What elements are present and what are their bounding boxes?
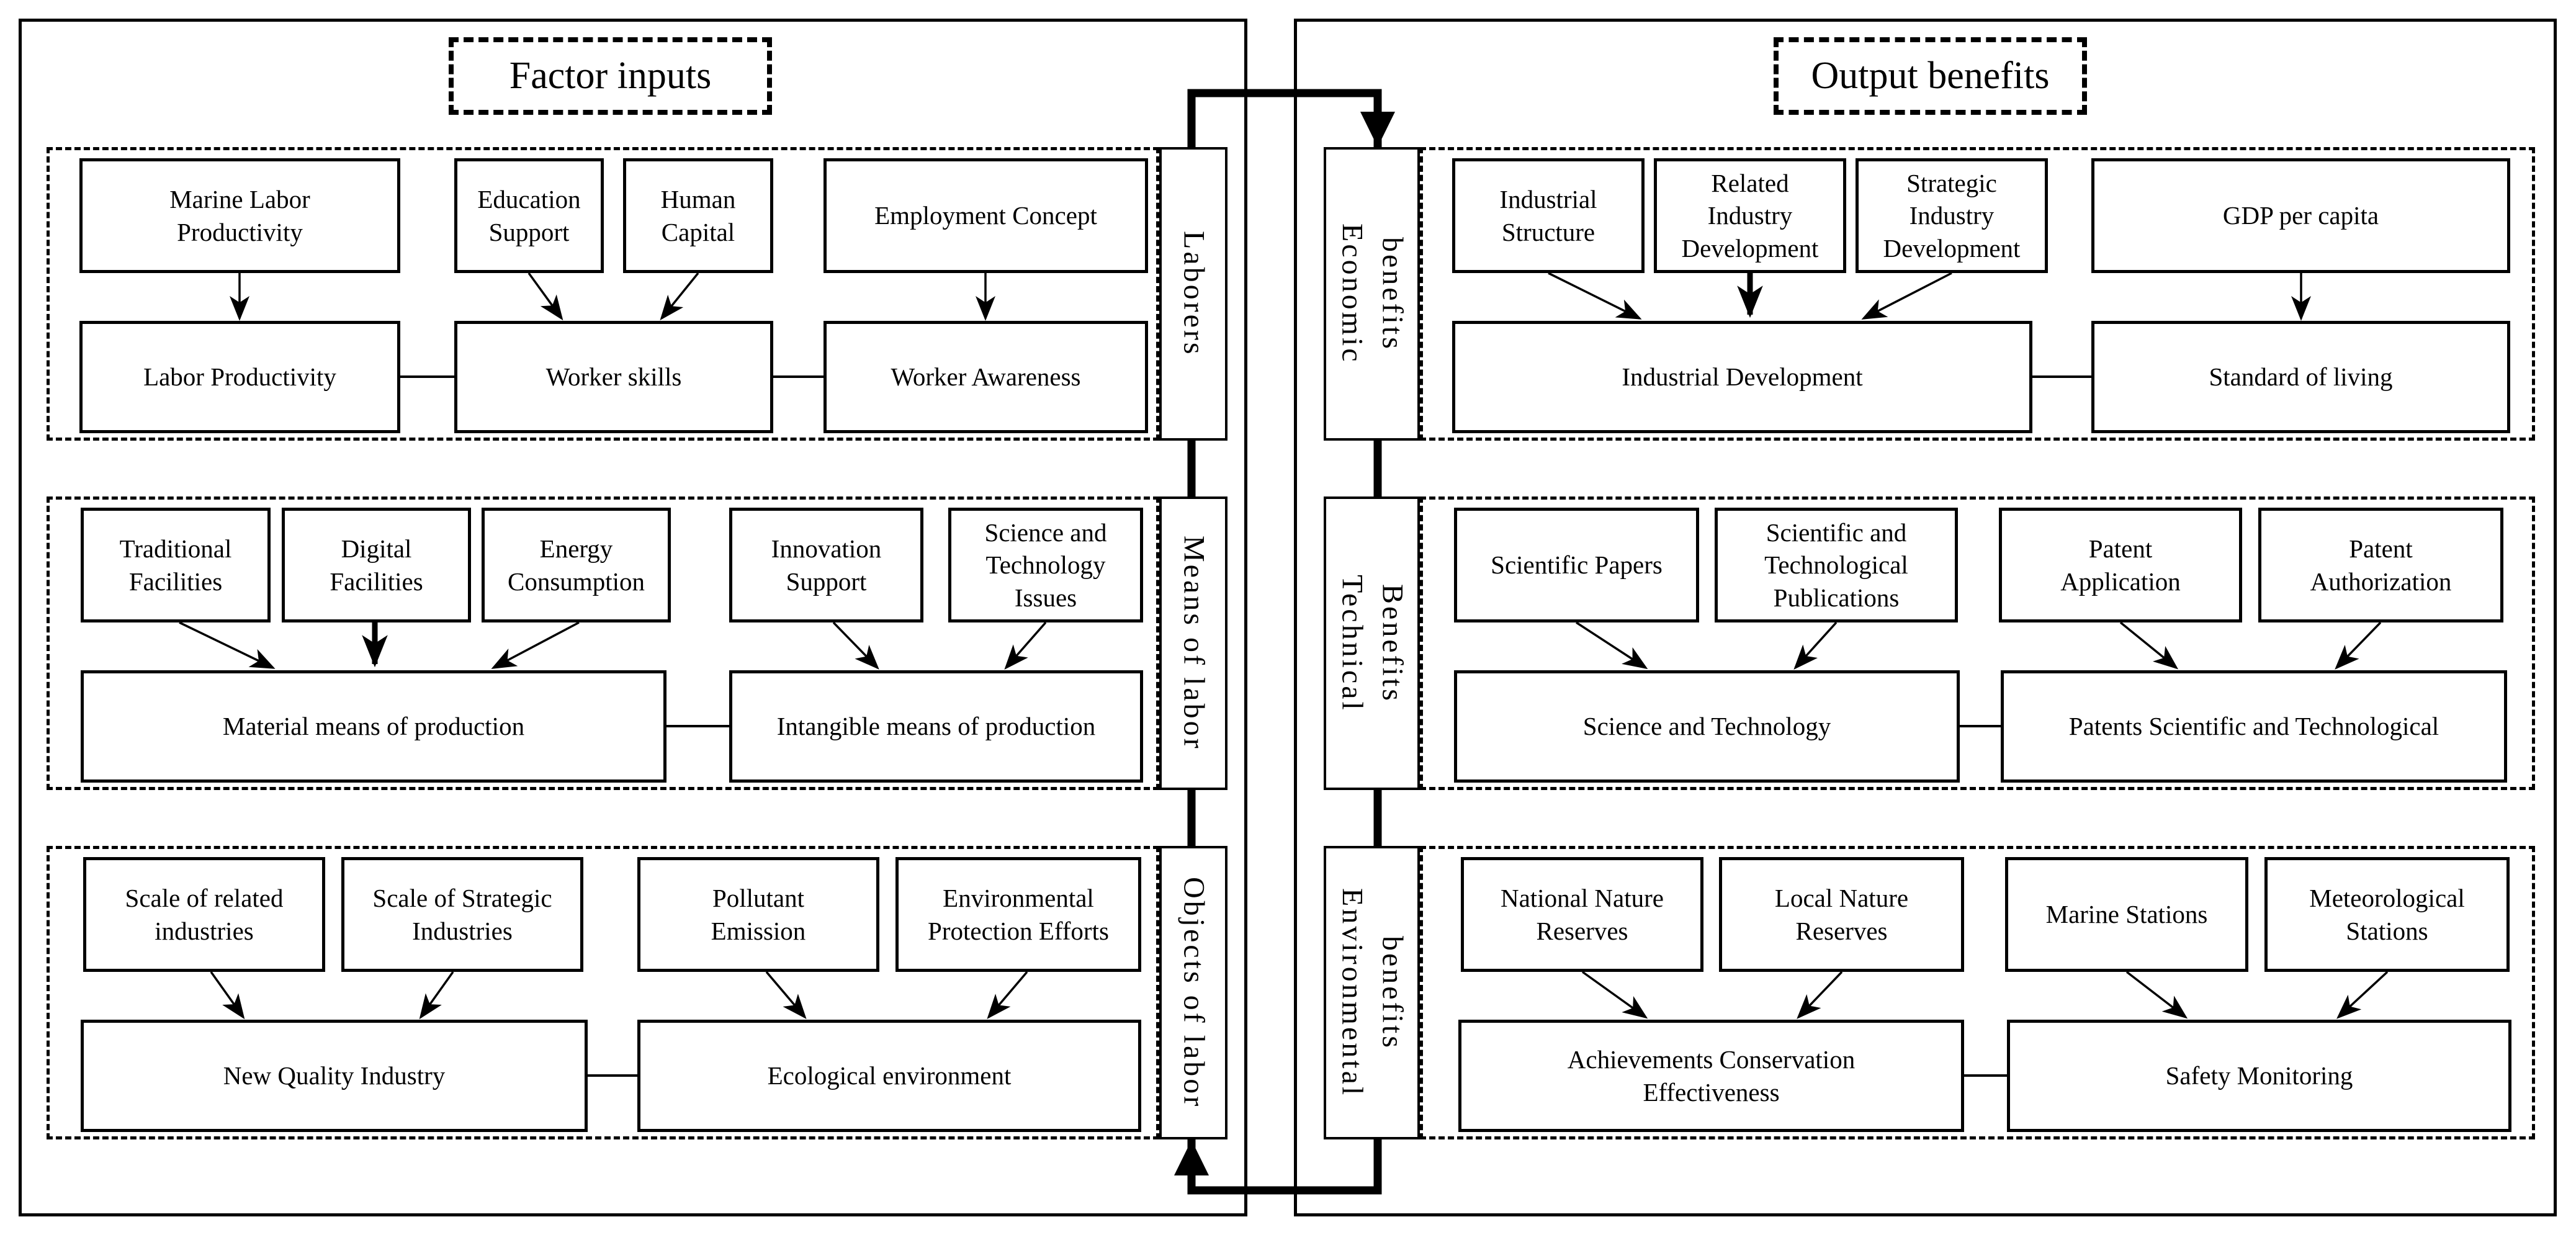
objects-of-labor-group [47,846,1159,1139]
box-patent-application: Patent Application [1999,508,2242,622]
box-patents-scientific-technological: Patents Scientific and Technological [2001,670,2507,783]
loop-arrowhead-up-icon [1174,1140,1209,1175]
output-benefits-title: Output benefits [1774,37,2087,115]
flow-arrows-bold [362,273,1763,668]
box-meteorological-stations: Meteorological Stations [2264,857,2510,972]
box-scale-related-industries: Scale of related industries [83,857,325,972]
box-science-technology-issues: Science and Technology Issues [948,508,1143,622]
technical-benefits-side-label: Technical Benefits [1324,496,1420,790]
box-human-capital: Human Capital [623,158,773,273]
box-local-nature-reserves: Local Nature Reserves [1719,857,1964,972]
laborers-group [47,147,1159,441]
environmental-benefits-group [1420,846,2535,1139]
box-safety-monitoring: Safety Monitoring [2007,1020,2511,1132]
sibling-links [400,375,2091,1077]
box-marine-labor-productivity: Marine Labor Productivity [79,158,400,273]
box-new-quality-industry: New Quality Industry [81,1020,588,1132]
box-environmental-protection-efforts: Environmental Protection Efforts [895,857,1141,972]
factor-inputs-title: Factor inputs [449,37,772,115]
output-benefits-title-text: Output benefits [1811,55,2050,97]
objects-of-labor-side-label: Objects of labor [1159,846,1227,1139]
box-innovation-support: Innovation Support [729,508,923,622]
box-gdp-per-capita: GDP per capita [2091,158,2510,273]
box-digital-facilities: Digital Facilities [282,508,471,622]
loop-arrowhead-down-icon [1360,112,1395,147]
laborers-side-label: Laborers [1159,147,1227,441]
box-employment-concept: Employment Concept [824,158,1148,273]
box-education-support: Education Support [454,158,604,273]
economic-benefits-group [1420,147,2535,441]
box-traditional-facilities: Traditional Facilities [81,508,271,622]
box-worker-awareness: Worker Awareness [824,321,1148,433]
box-science-and-technology: Science and Technology [1454,670,1960,783]
factor-inputs-title-text: Factor inputs [509,55,712,97]
environmental-benefits-side-label: Environmental benefits [1324,846,1420,1139]
box-scientific-papers: Scientific Papers [1454,508,1699,622]
box-industrial-development: Industrial Development [1452,321,2032,433]
box-scale-strategic-industries: Scale of Strategic Industries [341,857,583,972]
box-achievements-conservation-effectiveness: Achievements Conservation Effectiveness [1458,1020,1964,1132]
box-standard-of-living: Standard of living [2091,321,2510,433]
box-intangible-means-production: Intangible means of production [729,670,1143,783]
box-patent-authorization: Patent Authorization [2258,508,2503,622]
means-of-labor-side-label: Means of labor [1159,496,1227,790]
box-material-means-production: Material means of production [81,670,666,783]
economic-benefits-side-label: Economic benefits [1324,147,1420,441]
box-strategic-industry-development: Strategic Industry Development [1856,158,2048,273]
box-marine-stations: Marine Stations [2005,857,2248,972]
box-national-nature-reserves: National Nature Reserves [1461,857,1703,972]
box-ecological-environment: Ecological environment [637,1020,1141,1132]
box-energy-consumption: Energy Consumption [482,508,671,622]
box-pollutant-emission: Pollutant Emission [637,857,879,972]
box-industrial-structure: Industrial Structure [1452,158,1645,273]
box-labor-productivity: Labor Productivity [79,321,400,433]
box-scientific-technological-publications: Scientific and Technological Publication… [1715,508,1958,622]
technical-benefits-group [1420,496,2535,790]
means-of-labor-group [47,496,1159,790]
flow-arrows [179,272,2389,1020]
box-worker-skills: Worker skills [454,321,773,433]
box-related-industry-development: Related Industry Development [1654,158,1846,273]
